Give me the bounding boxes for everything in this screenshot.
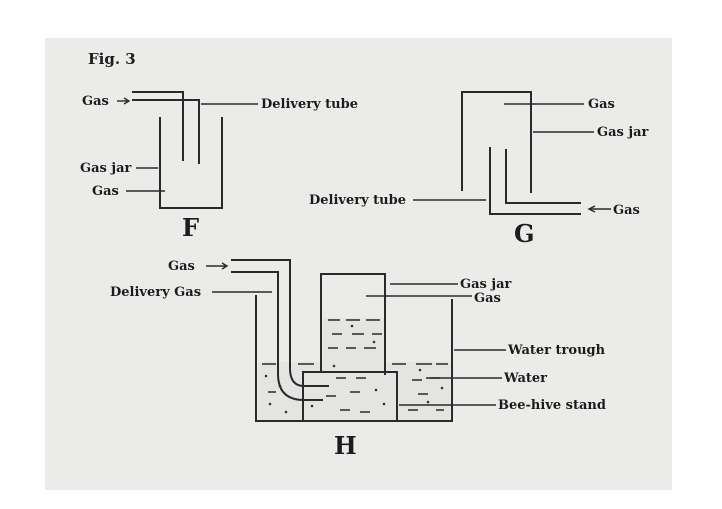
h-gas-jar [320, 273, 386, 375]
h-water-trough [255, 295, 453, 422]
h-label-delivery-gas: Delivery Gas [110, 285, 201, 300]
g-label-gas-in: Gas [613, 203, 640, 218]
f-label-delivery-tube: Delivery tube [261, 97, 358, 112]
g-label-gas: Gas [588, 97, 615, 112]
diagram-h: Gas Delivery Gas Gas jar Gas Water troug… [110, 259, 606, 460]
h-delivery-tube-inner [231, 271, 323, 401]
f-gas-in-arrowhead [123, 97, 131, 105]
h-bee-hive-stand [302, 371, 398, 421]
f-letter: F [182, 213, 199, 242]
f-label-gas-in: Gas [82, 94, 109, 109]
h-water-dashes [262, 319, 448, 413]
h-water-dots [264, 324, 444, 414]
g-gas-in-arrowhead [587, 205, 596, 213]
g-delivery-tube-outer [489, 147, 581, 215]
h-jar-water [323, 318, 385, 362]
f-gas-jar [159, 117, 223, 209]
h-label-gas-jar: Gas jar [460, 277, 511, 292]
g-label-delivery-tube: Delivery tube [309, 193, 406, 208]
g-letter: G [514, 219, 535, 248]
g-label-gas-jar: Gas jar [597, 125, 648, 140]
h-gas-in-arrowhead [221, 262, 229, 270]
h-label-water-trough: Water trough [507, 343, 606, 358]
diagram-g: Gas Gas jar Delivery tube Gas G [309, 91, 648, 248]
diagram-f: Gas Delivery tube Gas jar Gas F [80, 91, 358, 242]
h-delivery-tube-outer [231, 259, 329, 387]
f-label-gas: Gas [92, 184, 119, 199]
h-letter: H [334, 431, 357, 460]
f-delivery-tube-outer [132, 91, 184, 161]
f-delivery-tube-inner [132, 99, 200, 164]
h-label-gas-in: Gas [168, 259, 195, 274]
figure-title: Fig. 3 [88, 50, 136, 68]
h-label-water: Water [503, 371, 547, 386]
f-label-gas-jar: Gas jar [80, 161, 131, 176]
h-label-gas: Gas [474, 291, 501, 306]
h-label-bee-hive-stand: Bee-hive stand [498, 398, 606, 413]
g-delivery-tube-inner [505, 149, 581, 204]
g-gas-jar [461, 91, 532, 193]
